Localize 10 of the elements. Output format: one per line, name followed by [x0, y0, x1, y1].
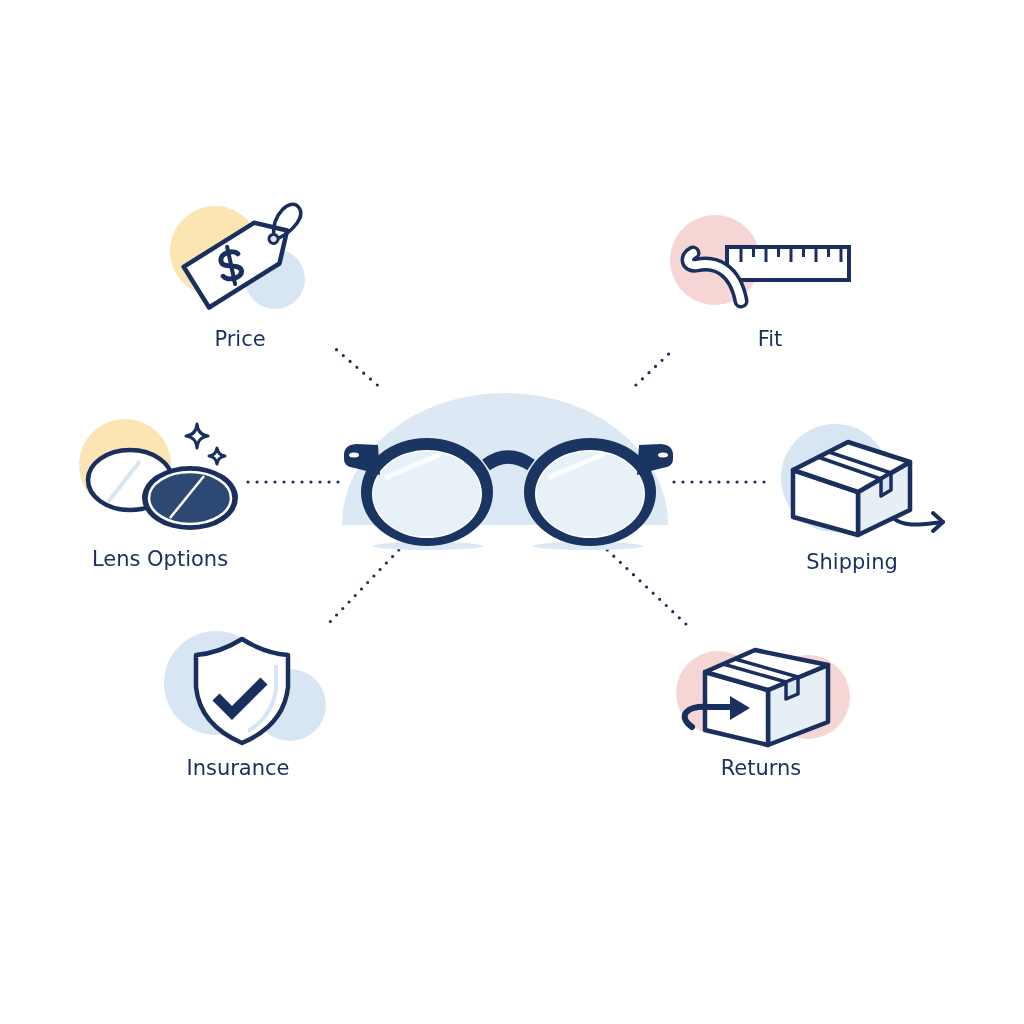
feature-label: Shipping	[806, 550, 898, 575]
feature-label: Price	[214, 327, 266, 352]
feature-label: Lens Options	[91, 547, 229, 572]
feature-label: Insurance	[186, 756, 290, 781]
dotted-connector	[605, 548, 689, 627]
feature-label: Returns	[720, 756, 802, 781]
feature-label: Fit	[757, 327, 783, 352]
dotted-connector	[245, 480, 340, 484]
dotted-connector	[634, 350, 673, 387]
dotted-connector	[672, 480, 767, 484]
